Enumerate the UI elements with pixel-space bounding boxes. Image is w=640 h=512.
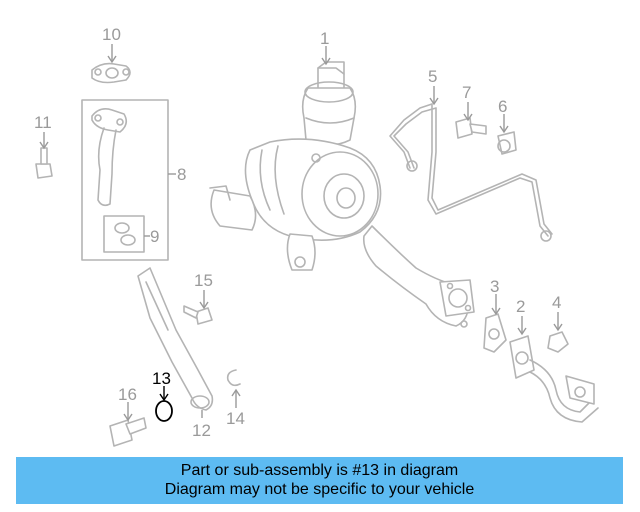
bolt-part-7 [455,117,487,139]
gasket-part-3 [483,313,507,353]
o-ring-part-13[interactable] [155,400,173,422]
callout-9: 9 [150,227,159,246]
oil-line-part [389,103,553,242]
banner-line-2: Diagram may not be specific to your vehi… [164,481,475,498]
bolt-part-15 [183,305,213,325]
callout-16: 16 [118,385,137,404]
fitting-part-6 [497,131,517,155]
nut-part-4 [547,331,569,353]
callout-14: 14 [226,409,245,428]
callout-13: 13 [152,369,171,388]
snap-ring-part-14 [226,369,241,387]
callout-1: 1 [320,29,329,48]
outlet-pipe-part-2 [509,335,599,423]
callout-8: 8 [177,165,186,184]
banner-line-1: Part or sub-assembly is #13 in diagram [180,462,459,479]
pipe-assembly-box-8 [81,99,169,261]
callout-4: 4 [552,293,561,312]
callout-5: 5 [428,67,437,86]
info-banner: Part or sub-assembly is #13 in diagram D… [16,457,623,504]
callout-3: 3 [490,277,499,296]
callout-6: 6 [498,97,507,116]
return-pipe-part-12 [137,267,214,411]
bolt-part-11 [35,147,53,179]
callout-7: 7 [462,83,471,102]
turbocharger-part [209,61,475,328]
callout-12: 12 [192,421,211,440]
callout-2: 2 [516,297,525,316]
bolt-part-16 [109,417,147,447]
callout-11: 11 [34,113,52,132]
gasket-part-10 [91,62,131,84]
callout-10: 10 [102,25,121,44]
callout-15: 15 [194,271,213,290]
